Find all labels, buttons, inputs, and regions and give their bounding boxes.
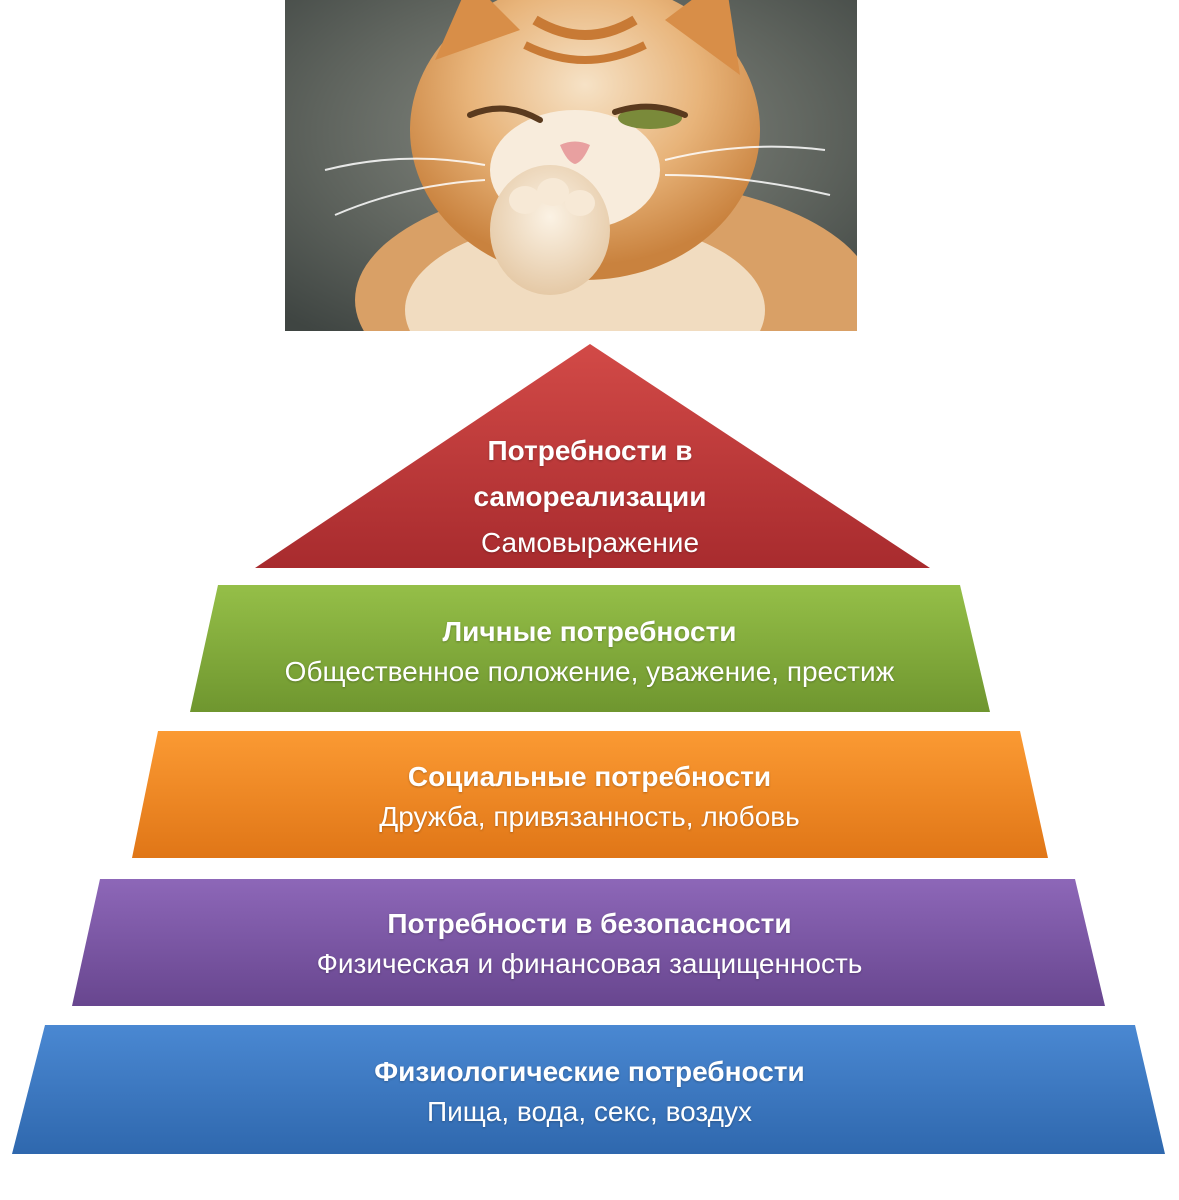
level-description: Физическая и финансовая защищенность: [316, 948, 863, 979]
level-social: Социальные потребности Дружба, привязанн…: [0, 757, 1179, 837]
level-physiological: Физиологические потребности Пища, вода, …: [0, 1052, 1179, 1132]
level-description: Дружба, привязанность, любовь: [379, 801, 800, 832]
level-title: Социальные потребности: [407, 761, 772, 792]
level-title: Потребности в безопасности: [387, 908, 792, 939]
level-description: Самовыражение: [480, 527, 700, 558]
level-title: Личные потребности: [442, 616, 737, 647]
level-physiological-shape: [12, 1025, 1165, 1154]
level-personal: Личные потребности Общественное положени…: [0, 612, 1179, 692]
cat-photo: [285, 0, 857, 331]
level-description: Общественное положение, уважение, прести…: [284, 656, 895, 687]
level-self-actualization: Потребности в самореализации Самовыражен…: [240, 428, 940, 566]
level-title: Физиологические потребности: [374, 1056, 805, 1087]
level-safety-shape: [72, 879, 1105, 1006]
level-description: Пища, вода, секс, воздух: [427, 1096, 752, 1127]
level-social-shape: [132, 731, 1048, 858]
level-title: самореализации: [473, 481, 707, 512]
cat-illustration: [285, 0, 857, 331]
level-title: Потребности в: [487, 435, 693, 466]
level-safety: Потребности в безопасности Физическая и …: [0, 904, 1179, 984]
level-personal-shape: [190, 585, 990, 712]
level-self-actualization-shape: [255, 344, 930, 568]
